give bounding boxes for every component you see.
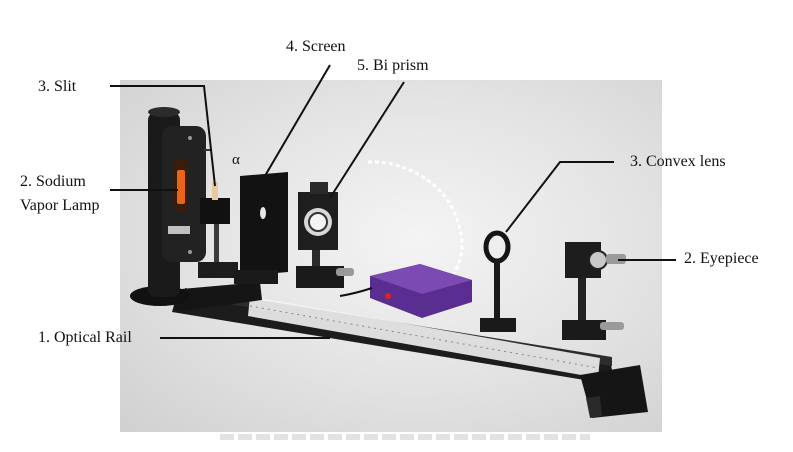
label-optical-rail: 1. Optical Rail (38, 329, 132, 346)
sodium-vapor-lamp (130, 107, 206, 306)
rail-scale (248, 296, 600, 378)
convex-lens-leader-line (505, 161, 614, 233)
label-screen: 4. Screen (286, 38, 346, 55)
lamp-glow (177, 170, 185, 204)
label-biprism: 5. Bi prism (357, 57, 429, 74)
screen (234, 172, 288, 284)
alpha-symbol: α (232, 152, 240, 168)
eyepiece (562, 242, 626, 340)
rail-left-foot (170, 282, 262, 312)
screen-leader-line (251, 64, 331, 199)
label-convex-lens: 3. Convex lens (630, 153, 726, 170)
convex-lens (480, 230, 516, 332)
optical-rail (170, 282, 648, 418)
biprism-holder (296, 182, 354, 288)
power-supply (339, 264, 472, 318)
leader-lines (110, 64, 676, 339)
label-eyepiece: 2. Eyepiece (684, 250, 759, 267)
label-slit: 3. Slit (38, 78, 77, 95)
faded-caption-text (220, 434, 590, 440)
label-lamp-line1: 2. Sodium (20, 173, 86, 190)
label-lamp-line2: Vapor Lamp (20, 197, 100, 214)
biprism-leader-line (329, 81, 405, 199)
slit-leader-line (110, 85, 216, 187)
slit-assembly (198, 149, 238, 278)
